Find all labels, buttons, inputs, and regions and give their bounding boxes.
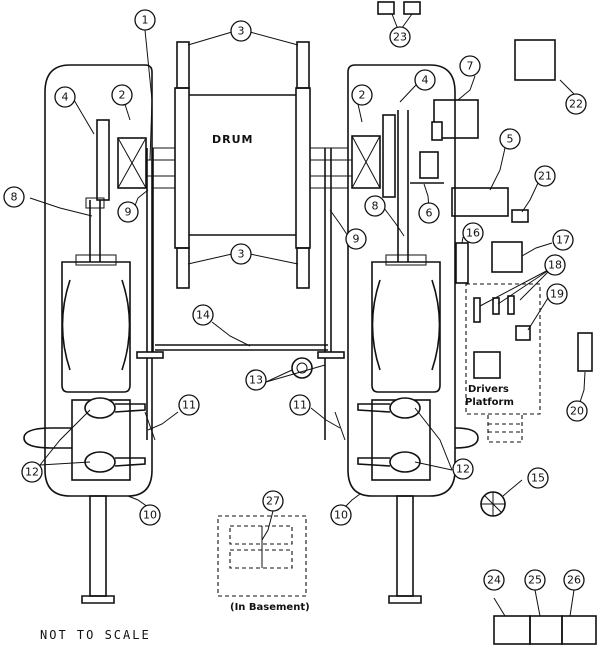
right-engine-frame bbox=[347, 64, 479, 604]
callout-9-left: 9 bbox=[117, 201, 139, 223]
callout-23: 23 bbox=[389, 26, 411, 48]
svg-text:23: 23 bbox=[393, 31, 407, 44]
svg-text:19: 19 bbox=[550, 288, 564, 301]
svg-text:8: 8 bbox=[11, 191, 18, 204]
item-22-box bbox=[514, 39, 556, 81]
item-23a-box bbox=[377, 1, 395, 15]
callout-4-right: 4 bbox=[414, 69, 436, 91]
callout-20: 20 bbox=[566, 400, 588, 422]
item-7-box bbox=[433, 99, 479, 139]
callout-17: 17 bbox=[552, 229, 574, 251]
item-16-box bbox=[455, 242, 469, 284]
svg-text:2: 2 bbox=[119, 89, 126, 102]
callout-18: 18 bbox=[544, 254, 566, 276]
svg-text:25: 25 bbox=[528, 574, 542, 587]
svg-text:12: 12 bbox=[456, 463, 470, 476]
svg-text:4: 4 bbox=[62, 91, 69, 104]
callout-15: 15 bbox=[527, 467, 549, 489]
svg-text:2: 2 bbox=[359, 89, 366, 102]
callout-5: 5 bbox=[499, 128, 521, 150]
svg-text:18: 18 bbox=[548, 259, 562, 272]
svg-text:11: 11 bbox=[293, 399, 307, 412]
svg-text:3: 3 bbox=[238, 25, 245, 38]
item-17-box bbox=[491, 241, 523, 273]
svg-text:3: 3 bbox=[238, 248, 245, 261]
callout-11-right: 11 bbox=[289, 394, 311, 416]
callout-10-right: 10 bbox=[330, 504, 352, 526]
svg-text:22: 22 bbox=[569, 98, 583, 111]
svg-text:10: 10 bbox=[334, 509, 348, 522]
callout-4-left: 4 bbox=[54, 86, 76, 108]
svg-text:1: 1 bbox=[142, 14, 149, 27]
svg-text:21: 21 bbox=[538, 170, 552, 183]
callout-16: 16 bbox=[462, 222, 484, 244]
callout-22: 22 bbox=[565, 93, 587, 115]
basement-label: (In Basement) bbox=[230, 602, 310, 613]
callout-19: 19 bbox=[546, 283, 568, 305]
callout-10-left: 10 bbox=[139, 504, 161, 526]
callout-25: 25 bbox=[524, 569, 546, 591]
leader-lines bbox=[29, 13, 586, 617]
callout-6: 6 bbox=[418, 202, 440, 224]
callout-9-right: 9 bbox=[345, 228, 367, 250]
callout-8-right: 8 bbox=[364, 195, 386, 217]
svg-text:13: 13 bbox=[249, 374, 263, 387]
callout-14: 14 bbox=[192, 304, 214, 326]
left-engine-frame bbox=[23, 64, 153, 604]
svg-text:10: 10 bbox=[143, 509, 157, 522]
callout-2-left: 2 bbox=[111, 84, 133, 106]
svg-text:5: 5 bbox=[507, 133, 514, 146]
svg-text:16: 16 bbox=[466, 227, 480, 240]
svg-text:27: 27 bbox=[266, 495, 280, 508]
callout-7: 7 bbox=[459, 55, 481, 77]
callout-3-top: 3 bbox=[230, 20, 252, 42]
svg-text:20: 20 bbox=[570, 405, 584, 418]
svg-text:14: 14 bbox=[196, 309, 210, 322]
callout-3-bottom: 3 bbox=[230, 243, 252, 265]
item-15-wheel bbox=[480, 491, 506, 517]
svg-text:15: 15 bbox=[531, 472, 545, 485]
svg-text:9: 9 bbox=[353, 233, 360, 246]
reversing-linkage bbox=[136, 148, 346, 441]
callout-12-left: 12 bbox=[21, 461, 43, 483]
svg-text:24: 24 bbox=[487, 574, 501, 587]
callout-26: 26 bbox=[563, 569, 585, 591]
drivers-platform-label-1: Drivers bbox=[468, 384, 509, 395]
svg-text:9: 9 bbox=[125, 206, 132, 219]
callout-13: 13 bbox=[245, 369, 267, 391]
svg-text:11: 11 bbox=[182, 399, 196, 412]
callout-2-right: 2 bbox=[351, 84, 373, 106]
scale-note: NOT TO SCALE bbox=[40, 628, 151, 642]
drivers-platform-label-2: Platform bbox=[465, 397, 514, 408]
callout-11-left: 11 bbox=[178, 394, 200, 416]
basement-equipment bbox=[217, 515, 307, 597]
item-5-box bbox=[451, 187, 509, 217]
svg-text:6: 6 bbox=[426, 207, 433, 220]
callout-21: 21 bbox=[534, 165, 556, 187]
svg-text:4: 4 bbox=[422, 74, 429, 87]
item-21-box bbox=[511, 209, 529, 223]
governor bbox=[419, 151, 439, 179]
svg-text:8: 8 bbox=[372, 200, 379, 213]
callout-8-left: 8 bbox=[3, 186, 25, 208]
item-7-knob bbox=[431, 121, 443, 141]
drum-label: DRUM bbox=[212, 133, 253, 146]
hand-wheel bbox=[291, 357, 313, 379]
callout-12-right: 12 bbox=[452, 458, 474, 480]
svg-text:26: 26 bbox=[567, 574, 581, 587]
callout-24: 24 bbox=[483, 569, 505, 591]
callout-1: 1 bbox=[134, 9, 156, 31]
svg-text:17: 17 bbox=[556, 234, 570, 247]
item-23b-box bbox=[403, 1, 421, 15]
callout-27: 27 bbox=[262, 490, 284, 512]
item-24-26-boxes bbox=[493, 615, 597, 645]
svg-text:7: 7 bbox=[467, 60, 474, 73]
item-20-box bbox=[577, 332, 593, 372]
drivers-platform bbox=[465, 283, 541, 443]
svg-text:12: 12 bbox=[25, 466, 39, 479]
